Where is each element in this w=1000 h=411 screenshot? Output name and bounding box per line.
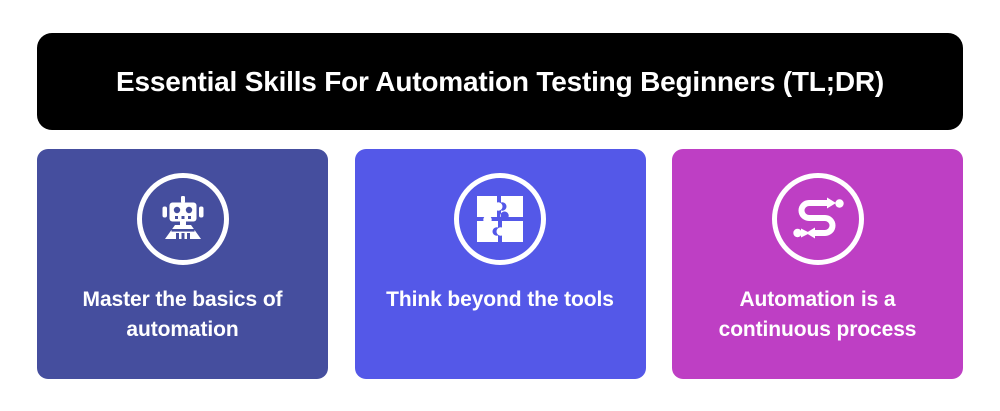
title-banner: Essential Skills For Automation Testing … — [37, 33, 963, 130]
process-flow-icon — [792, 195, 844, 243]
card-think-beyond-the-tools[interactable]: Think beyond the tools — [354, 149, 646, 379]
card-automation-continuous-process[interactable]: Automation is a continuous process — [672, 149, 963, 379]
icon-circle-puzzle — [454, 173, 546, 265]
card-label: Automation is a continuous process — [718, 288, 917, 341]
puzzle-icon — [475, 194, 525, 244]
card-label: Master the basics of automation — [82, 288, 283, 341]
page-title: Essential Skills For Automation Testing … — [115, 65, 884, 97]
cards-row: Master the basics of automation — [37, 149, 963, 379]
card-master-the-basics[interactable]: Master the basics of automation — [37, 149, 328, 379]
card-label: Think beyond the tools — [386, 288, 614, 311]
icon-circle-process-flow — [771, 173, 864, 265]
icon-circle-robot — [136, 173, 229, 265]
robot-icon — [157, 193, 209, 245]
